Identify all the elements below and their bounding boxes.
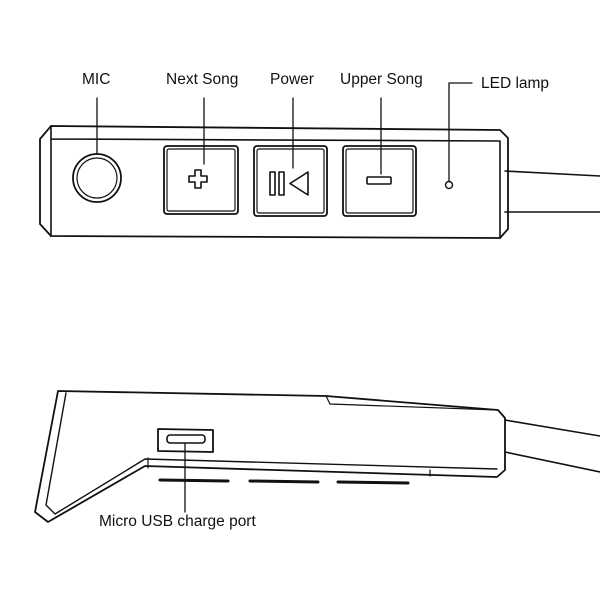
micro-usb-label: Micro USB charge port (99, 513, 256, 530)
upper-song-label: Upper Song (340, 71, 423, 88)
side-view: Micro USB charge port (34, 390, 600, 530)
side-button-slivers (158, 478, 410, 485)
side-body-outer (34, 390, 506, 523)
next-song-button[interactable] (163, 145, 239, 215)
side-body-inner (45, 392, 498, 515)
play-pause-icon (269, 171, 309, 196)
micro-usb-port (157, 428, 214, 453)
minus-icon (366, 176, 392, 185)
side-button-edge (147, 457, 431, 477)
top-view: MIC Next Song Power Upper Song LED lamp (39, 71, 600, 239)
mic-hole (72, 153, 122, 203)
plus-icon (188, 169, 208, 189)
top-leader-lines (96, 82, 473, 182)
side-cable (504, 419, 600, 473)
power-button[interactable] (253, 145, 328, 217)
mic-label: MIC (82, 71, 110, 88)
next-song-label: Next Song (166, 71, 238, 88)
side-body-top-line (325, 395, 499, 411)
top-body-inner (50, 125, 501, 239)
top-body-outer (39, 125, 509, 239)
led-lamp-label: LED lamp (481, 75, 549, 92)
led-indicator (444, 180, 454, 190)
power-label: Power (270, 71, 314, 88)
top-cable (504, 170, 600, 213)
upper-song-button[interactable] (342, 145, 417, 217)
